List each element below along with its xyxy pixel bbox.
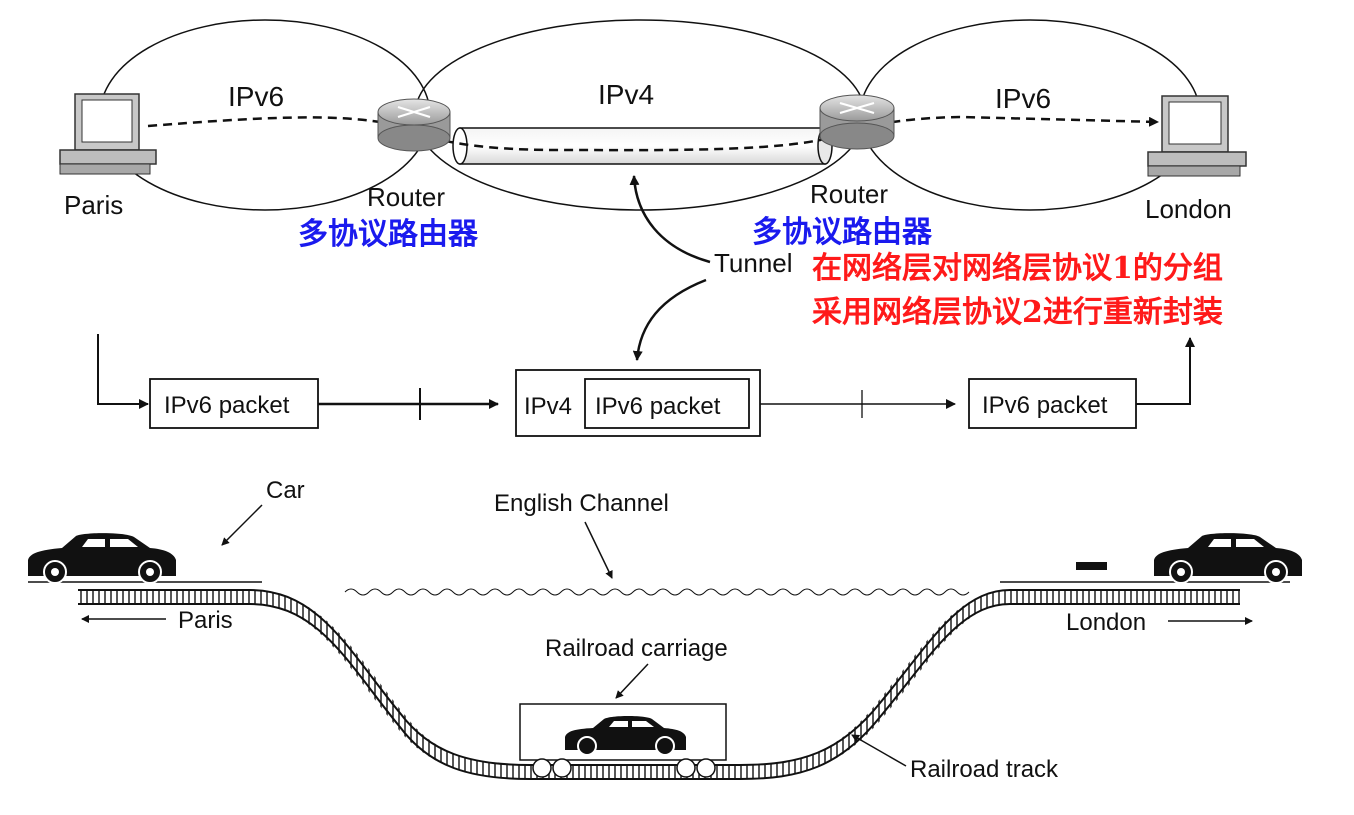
label-car: Car	[266, 477, 305, 504]
ipv4-cloud	[414, 19, 866, 211]
car-pointer-arrow	[221, 504, 263, 546]
car-right-icon	[1154, 533, 1302, 584]
flow-arrow-end	[1136, 337, 1195, 405]
packet-box-right	[968, 378, 1137, 429]
tunnel-arrow-down	[632, 278, 707, 361]
flow-arrow-start	[97, 334, 149, 409]
cloud-label-ipv6-right: IPv6	[995, 83, 1051, 114]
router-cn-label-right: 多协议路由器	[752, 215, 933, 250]
ipv6-cloud-right	[859, 19, 1201, 211]
label-london-bottom: London	[1066, 609, 1146, 636]
cloud-label-ipv6-left: IPv6	[228, 81, 284, 112]
router-cn-label-left: 多协议路由器	[298, 217, 479, 252]
encapsulation-note-line-2: 采用网络层协议2进行重新封装	[812, 295, 1223, 330]
label-paris-bottom: Paris	[178, 607, 233, 634]
carriage-pointer-arrow	[615, 663, 649, 699]
router-right-icon	[819, 94, 895, 150]
railroad-track	[78, 589, 1240, 780]
router-left-icon	[377, 98, 451, 152]
computer-right-icon	[1147, 95, 1247, 177]
packet-label-left: IPv6 packet	[164, 392, 290, 419]
computer-left-icon	[59, 93, 157, 175]
label-english-channel: English Channel	[494, 490, 669, 517]
network-clouds	[99, 19, 1201, 211]
car-left-icon	[28, 533, 176, 584]
tunnel-arrow-up	[629, 175, 711, 264]
host-label-paris: Paris	[64, 190, 123, 220]
channel-water	[344, 588, 970, 596]
encapsulation-note-line-1: 在网络层对网络层协议1的分组	[812, 251, 1223, 286]
label-railroad-track: Railroad track	[910, 756, 1059, 783]
cloud-label-ipv4: IPv4	[598, 79, 654, 110]
packet-label-middle-inner: IPv6 packet	[595, 393, 721, 420]
label-railroad-carriage: Railroad carriage	[545, 635, 728, 662]
track-pointer-arrow	[851, 734, 907, 767]
motion-dash	[1076, 562, 1107, 570]
packet-label-right: IPv6 packet	[982, 392, 1108, 419]
channel-pointer-arrow	[584, 521, 613, 579]
packet-box-left	[149, 378, 319, 429]
host-label-london: London	[1145, 194, 1232, 224]
router-label-left: Router	[367, 182, 445, 212]
router-label-right: Router	[810, 179, 888, 209]
railroad-carriage-icon	[519, 703, 727, 778]
packet-label-ipv4-header: IPv4	[524, 393, 572, 420]
tunnel-label: Tunnel	[714, 248, 793, 278]
packet-box-middle-inner	[584, 378, 750, 429]
